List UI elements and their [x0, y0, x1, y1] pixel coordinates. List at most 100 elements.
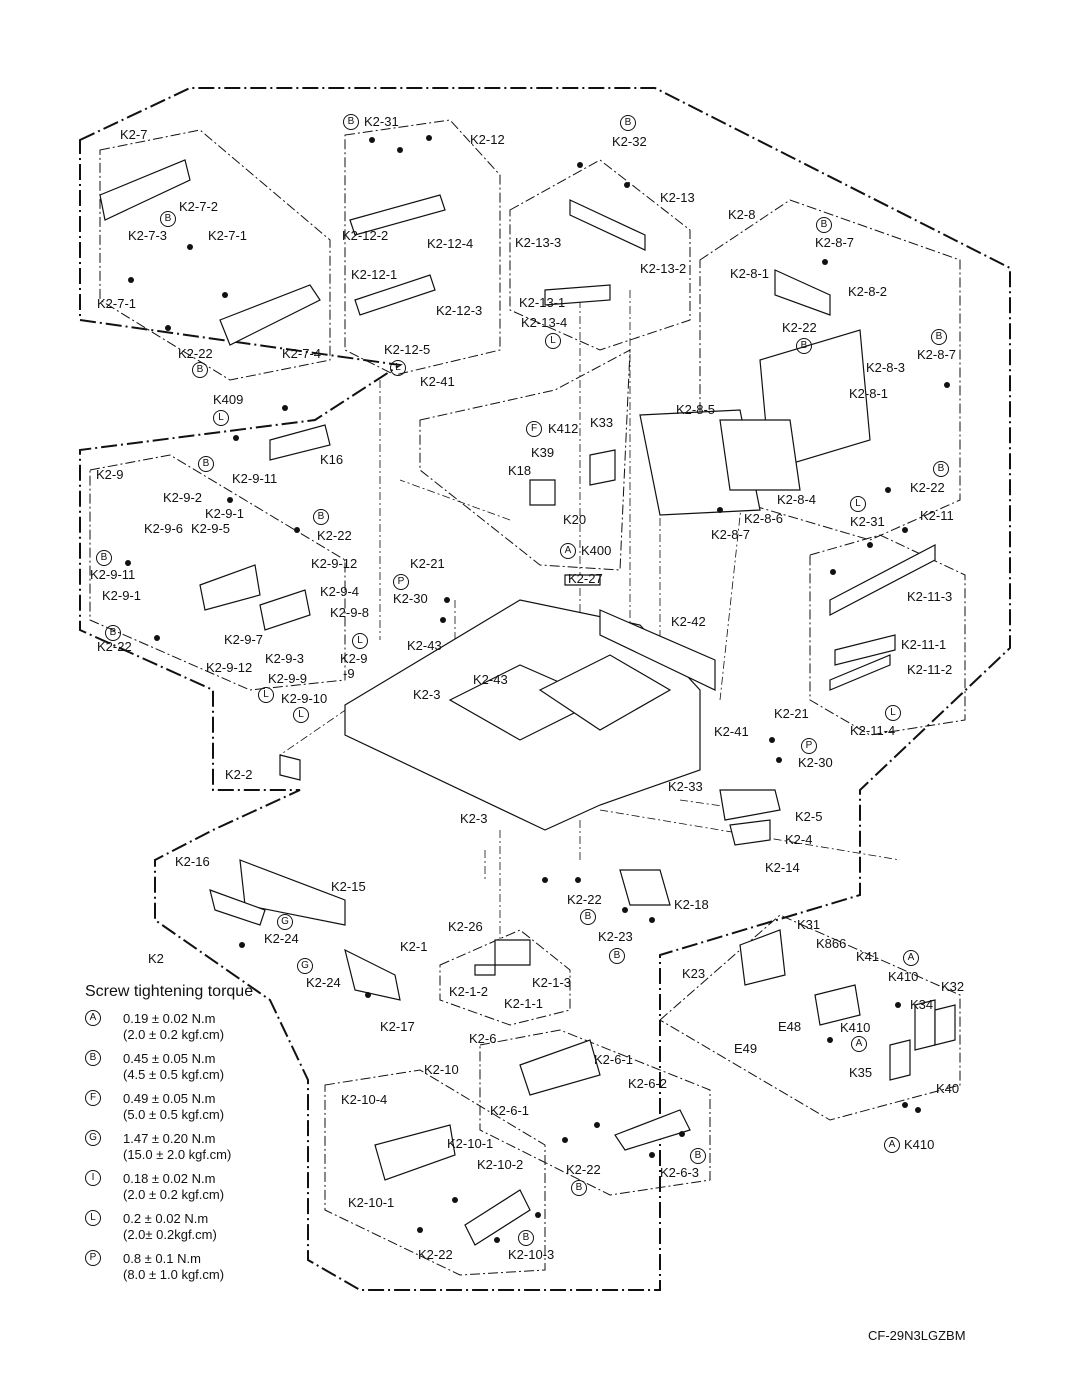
part-label: K39 — [531, 445, 555, 460]
part-label: K2-12-1 — [351, 267, 398, 282]
part-label: K2-6-3 — [660, 1165, 700, 1180]
part-label: K2-22 — [418, 1247, 453, 1262]
part-label: K33 — [590, 415, 614, 430]
torque-mark: L — [352, 633, 368, 649]
cover-k2-7 — [99, 159, 191, 221]
speaker-k33 — [589, 449, 616, 486]
torque-mark: A — [560, 543, 576, 559]
torque-mark: B — [192, 362, 208, 378]
part-label: K2-26 — [448, 919, 483, 934]
part-label: K2-9-8 — [330, 605, 370, 620]
cover-k2-10-4 — [374, 1124, 456, 1181]
torque-legend: Screw tightening torque A 0.19 ± 0.02 N.… — [85, 983, 325, 1289]
part-label: K2-10-2 — [477, 1157, 524, 1172]
part-label: K2-3 — [413, 687, 441, 702]
part-label: K2-8-7 — [815, 235, 855, 250]
legend-kgf: (8.0 ± 1.0 kgf.cm) — [123, 1267, 225, 1282]
part-label: K412 — [548, 421, 579, 436]
part-label: K2-8-1 — [849, 386, 889, 401]
part-label: K2-31 — [364, 114, 399, 129]
legend-kgf: (2.0 ± 0.2 kgf.cm) — [123, 1027, 225, 1042]
part-label: K23 — [682, 966, 706, 981]
torque-mark: A — [884, 1137, 900, 1153]
part-label: K2-7-4 — [282, 346, 322, 361]
legend-mark: P — [85, 1250, 101, 1266]
torque-mark: L — [850, 496, 866, 512]
legend-row: L 0.2 ± 0.02 N.m (2.0± 0.2kgf.cm) — [85, 1209, 325, 1249]
cover-k2-10-3 — [464, 1189, 531, 1246]
part-label: K2-1-1 — [504, 996, 544, 1011]
torque-mark: B — [690, 1148, 706, 1164]
part-label: K41 — [856, 949, 880, 964]
torque-mark: L — [258, 687, 274, 703]
part-label: K2-8-2 — [848, 284, 888, 299]
legend-kgf: (4.5 ± 0.5 kgf.cm) — [123, 1067, 225, 1082]
part-label: K2-12-2 — [342, 228, 389, 243]
part-label: K410 — [840, 1020, 871, 1035]
legend-nm: 1.47 ± 0.20 N.m — [123, 1131, 216, 1146]
part-label: K2-12-4 — [427, 236, 474, 251]
part-label: K2-9-4 — [320, 584, 360, 599]
part-label: K2-13 — [660, 190, 695, 205]
part-label: K2-27 — [568, 571, 603, 586]
legend-mark: G — [85, 1130, 101, 1146]
part-label: K2-33 — [668, 779, 703, 794]
legend-nm: 0.8 ± 0.1 N.m — [123, 1251, 201, 1266]
part-label: K2-18 — [674, 897, 709, 912]
part-label: K2-21 — [410, 556, 445, 571]
part-label: K2-13-2 — [640, 261, 687, 276]
torque-mark: L — [293, 707, 309, 723]
legend-nm: 0.18 ± 0.02 N.m — [123, 1171, 216, 1186]
part-label: K2-21 — [774, 706, 809, 721]
part-label: K2 — [148, 951, 164, 966]
torque-mark: B — [198, 456, 214, 472]
torque-mark: B — [343, 114, 359, 130]
part-label: K2-1-3 — [532, 975, 572, 990]
part-label: K2-7-2 — [179, 199, 219, 214]
legend-row: B 0.45 ± 0.05 N.m (4.5 ± 0.5 kgf.cm) — [85, 1049, 325, 1089]
cover-k2-8-2 — [774, 269, 831, 316]
torque-mark: B — [816, 217, 832, 233]
legend-mark: L — [85, 1210, 101, 1226]
part-label: K2-11-4 — [850, 723, 896, 738]
part-label: K2-13-1 — [519, 295, 566, 310]
legend-nm: 0.49 ± 0.05 N.m — [123, 1091, 216, 1106]
torque-mark: B — [931, 329, 947, 345]
part-label: K2-24 — [264, 931, 299, 946]
torque-mark: P — [801, 738, 817, 754]
legend-kgf: (5.0 ± 0.5 kgf.cm) — [123, 1107, 225, 1122]
screws — [125, 135, 950, 1243]
legend-title: Screw tightening torque — [85, 983, 254, 1000]
part-label: K2-8 — [728, 207, 756, 222]
part-label: E48 — [778, 1019, 802, 1034]
part-label: K2-5 — [795, 809, 823, 824]
part-label: K20 — [563, 512, 587, 527]
legend-mark: B — [85, 1050, 101, 1066]
part-label: K2-11-2 — [907, 662, 953, 677]
part-label: K2-22 — [567, 892, 602, 907]
torque-mark: A — [851, 1036, 867, 1052]
torque-mark: F — [526, 421, 542, 437]
part-label: K2-9-12 — [311, 556, 358, 571]
part-label: K2-3 — [460, 811, 488, 826]
part-label: K2-15 — [331, 879, 366, 894]
part-label: K2-6 — [469, 1031, 497, 1046]
part-label: K2-32 — [612, 134, 647, 149]
part-label: K2-22 — [910, 480, 945, 495]
handle-k2-15 — [239, 859, 346, 926]
part-label: K2-1 — [400, 939, 428, 954]
part-label: K2-16 — [175, 854, 210, 869]
torque-mark: B — [96, 550, 112, 566]
part-label: K34 — [910, 997, 934, 1012]
torque-mark: B — [620, 115, 636, 131]
part-label: K2-8-7 — [711, 527, 751, 542]
torque-mark: A — [903, 950, 919, 966]
part-label: K2-10-3 — [508, 1247, 555, 1262]
part-label: K2-10-1 — [447, 1136, 494, 1151]
part-label: K2-8-7 — [917, 347, 957, 362]
part-label: K2-41 — [420, 374, 455, 389]
part-label: K2-41 — [714, 724, 749, 739]
part-label: K2-9-10 — [281, 691, 328, 706]
part-label: K866 — [816, 936, 847, 951]
part-label: K2-6-2 — [628, 1076, 668, 1091]
